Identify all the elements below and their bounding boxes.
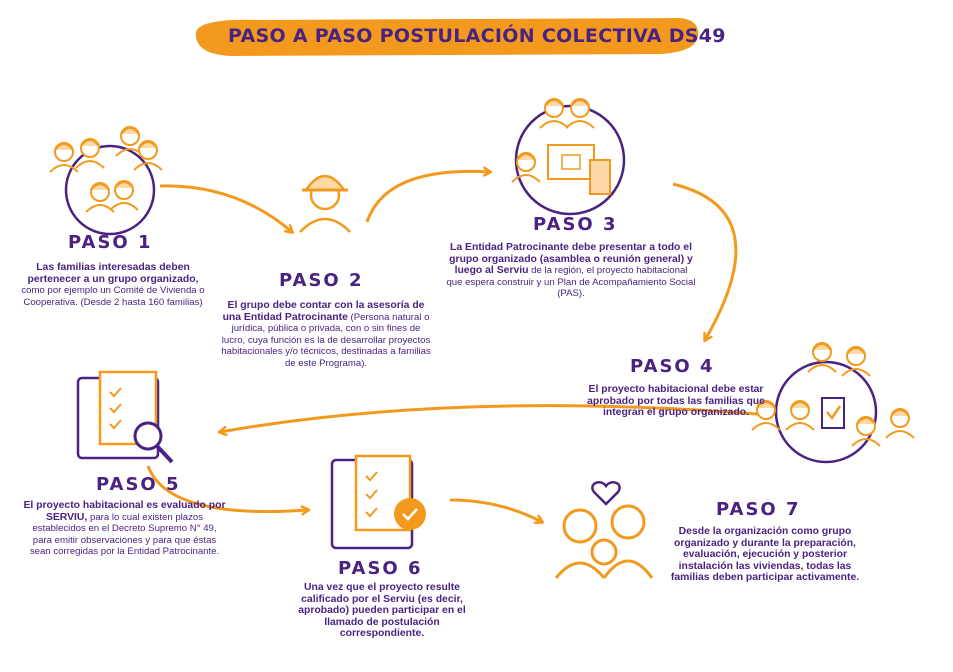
- step-5-label: PASO 5: [96, 474, 181, 495]
- page-title: PASO A PASO POSTULACIÓN COLECTIVA DS49: [228, 25, 726, 47]
- arrow-2-to-3: [365, 171, 490, 223]
- step-6-label: PASO 6: [338, 558, 423, 579]
- family-heart-icon: [554, 481, 654, 579]
- step-6-text-bold: Una vez que el proyecto resulte califica…: [298, 582, 466, 640]
- step-5-text-rest: para lo cual existen plazos establecidos…: [29, 511, 220, 558]
- step-2-label: PASO 2: [279, 270, 364, 291]
- arrow-6-to-7: [449, 498, 542, 522]
- step-7-label: PASO 7: [716, 499, 801, 520]
- step-4-label: PASO 4: [630, 356, 715, 377]
- step-3-text-rest: de la región, el proyecto habitacional q…: [446, 265, 696, 300]
- step-3-text: La Entidad Patrocinante debe presentar a…: [446, 242, 696, 300]
- step-1-text-bold: Las familias interesadas deben pertenece…: [27, 262, 199, 285]
- step-7-text: Desde la organización como grupo organiz…: [666, 526, 864, 584]
- checklist-search-icon: [76, 370, 174, 464]
- presentation-icon: [511, 98, 626, 216]
- step-5-text-bold: El proyecto habitacional es evaluado por…: [23, 500, 226, 523]
- step-3-text-bold: La Entidad Patrocinante debe presentar a…: [449, 242, 693, 277]
- step-2-text: El grupo debe contar con la asesoría de …: [220, 300, 432, 370]
- approval-families-icon: [751, 342, 915, 464]
- arrow-5-to-6: [146, 465, 308, 512]
- step-1-text-rest: como por ejemplo un Comité de Vivienda o…: [21, 285, 205, 308]
- arrow-3-to-4: [672, 182, 738, 340]
- step-6-text: Una vez que el proyecto resulte califica…: [282, 582, 482, 640]
- step-1-label: PASO 1: [68, 232, 153, 253]
- step-5-text: El proyecto habitacional es evaluado por…: [22, 500, 227, 558]
- step-2-text-bold: El grupo debe contar con la asesoría de …: [222, 300, 425, 323]
- certified-checklist-icon: [330, 454, 426, 550]
- step-1-text: Las familias interesadas deben pertenece…: [18, 262, 208, 308]
- arrow-1-to-2: [159, 184, 292, 232]
- title-banner: [195, 18, 699, 56]
- families-icon: [49, 126, 163, 236]
- step-4-text-bold: El proyecto habitacional debe estar apro…: [587, 384, 765, 419]
- step-2-text-rest: (Persona natural o jurídica, pública o p…: [221, 311, 431, 369]
- engineer-icon: [299, 174, 351, 233]
- step-7-text-bold: Desde la organización como grupo organiz…: [670, 526, 860, 584]
- step-4-text: El proyecto habitacional debe estar apro…: [586, 384, 766, 419]
- step-3-label: PASO 3: [533, 214, 618, 235]
- arrow-4-to-5: [220, 404, 771, 432]
